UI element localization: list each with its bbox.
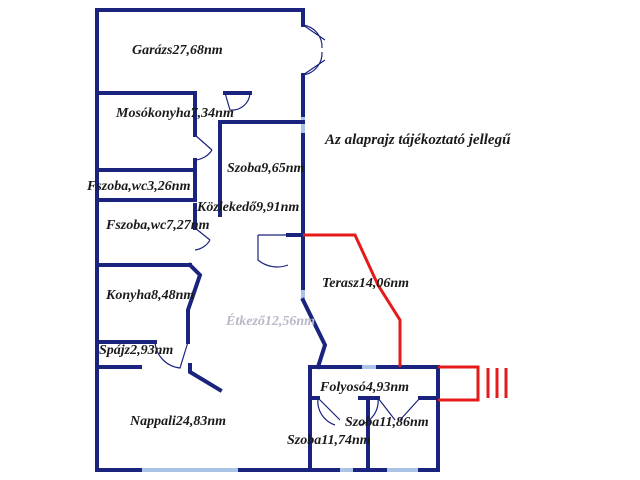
label-szoba-b: Szoba11,86nm (345, 415, 429, 430)
door-szoba-right2 (399, 397, 421, 421)
wall-etkezo-diag (300, 297, 328, 370)
label-konyha: Konyha8,48nm (106, 288, 195, 303)
label-spajz: Spájz2,93nm (99, 343, 174, 358)
doors (154, 24, 421, 426)
wall-outer (95, 8, 305, 472)
label-fszoba-wc1: Fszoba,wc3,26nm (87, 179, 191, 194)
door-szoba-left (317, 397, 341, 426)
disclaimer-note: Az alaprajz tájékoztató jellegű (325, 132, 511, 148)
label-fszoba-wc2: Fszoba,wc7,27nm (106, 218, 210, 233)
label-terasz: Terasz14,06nm (322, 276, 410, 291)
door-spajz (154, 341, 189, 369)
terrace-steps-frame (438, 365, 480, 402)
walls (95, 8, 440, 472)
label-kozleked: Közlekedő9,91nm (197, 200, 300, 215)
label-mosokonyha: Mosókonyha7,34nm (116, 106, 234, 121)
door-mosokonyha (194, 134, 213, 161)
label-szoba-a: Szoba9,65nm (227, 161, 305, 176)
label-etkezo: Étkező12,56nm (226, 314, 316, 329)
door-garage-lower (302, 51, 326, 76)
label-folyoso: Folyosó4,93nm (320, 380, 410, 395)
door-szoba-right (359, 397, 396, 426)
wall-nappali-diag (188, 363, 223, 393)
terrace (303, 233, 508, 402)
door-szoba (224, 92, 251, 111)
door-fszoba (194, 227, 211, 251)
label-garazs: Garázs27,68nm (132, 43, 223, 58)
terrace-outline (303, 233, 402, 367)
wall-konyha-right (186, 262, 203, 344)
door-garage-upper (302, 24, 326, 49)
door-kozleked (257, 234, 289, 268)
label-szoba-c: Szoba11,74nm (287, 433, 371, 448)
label-nappali: Nappali24,83nm (130, 414, 227, 429)
